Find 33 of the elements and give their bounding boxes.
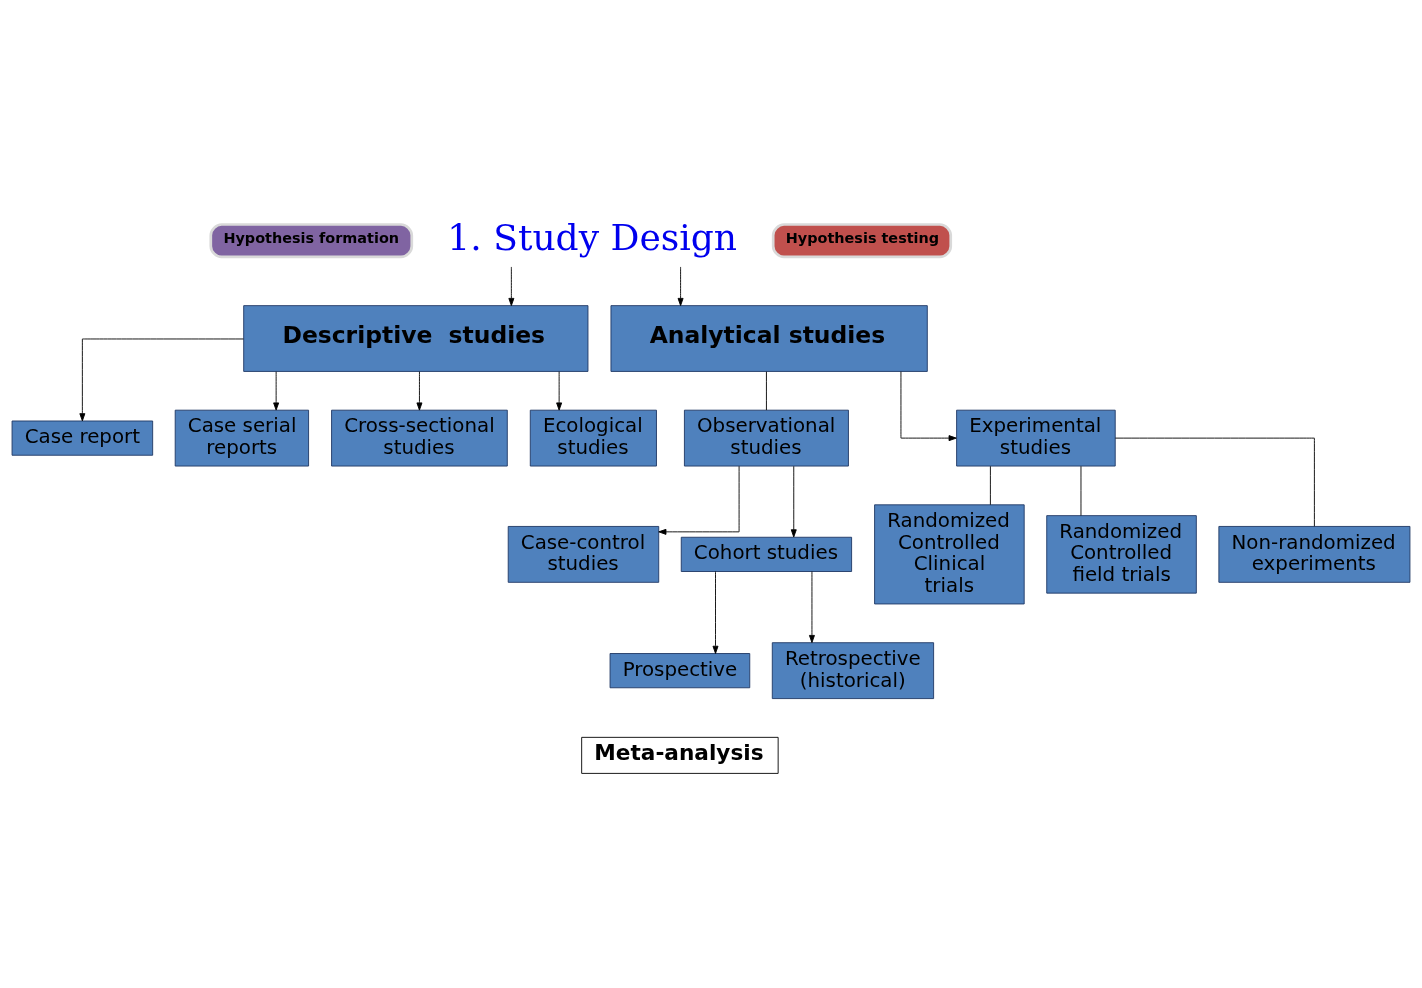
node-box: Cohort studies bbox=[680, 536, 853, 572]
node-box: Meta-analysis bbox=[581, 736, 779, 774]
node-text: 1. Study Design bbox=[447, 216, 738, 259]
arrow bbox=[273, 371, 280, 411]
arrow bbox=[808, 571, 815, 644]
node-box: Experimental studies bbox=[956, 409, 1116, 467]
connector bbox=[1114, 437, 1315, 527]
node-box: Case serial reports bbox=[174, 409, 310, 467]
node-box: Cross-sectional studies bbox=[331, 409, 508, 467]
arrow bbox=[712, 571, 719, 654]
node-box: Analytical studies bbox=[610, 305, 928, 372]
node-box: Hypothesis formation bbox=[209, 223, 414, 259]
node-box: Randomized Controlled Clinical trials bbox=[874, 504, 1025, 605]
node-box: Prospective bbox=[609, 653, 751, 689]
connector bbox=[989, 465, 991, 506]
arrow bbox=[556, 371, 563, 411]
arrow bbox=[416, 371, 423, 411]
arrow bbox=[658, 465, 740, 535]
arrow bbox=[677, 266, 684, 307]
node-box: Randomized Controlled field trials bbox=[1046, 515, 1197, 594]
node-box: Non-randomized experiments bbox=[1218, 526, 1411, 583]
node-box: Hypothesis testing bbox=[771, 223, 953, 259]
node-box: Descriptive studies bbox=[243, 305, 589, 372]
node-box: Observational studies bbox=[683, 409, 849, 467]
arrow bbox=[790, 465, 797, 538]
node-box: Case report bbox=[11, 420, 154, 456]
connector bbox=[765, 371, 767, 411]
node-box: Ecological studies bbox=[529, 409, 657, 467]
arrow bbox=[900, 371, 957, 442]
arrow bbox=[508, 266, 515, 307]
node-box: Case-control studies bbox=[507, 526, 660, 583]
node-box: Retrospective (historical) bbox=[771, 642, 935, 700]
arrow bbox=[79, 338, 244, 422]
